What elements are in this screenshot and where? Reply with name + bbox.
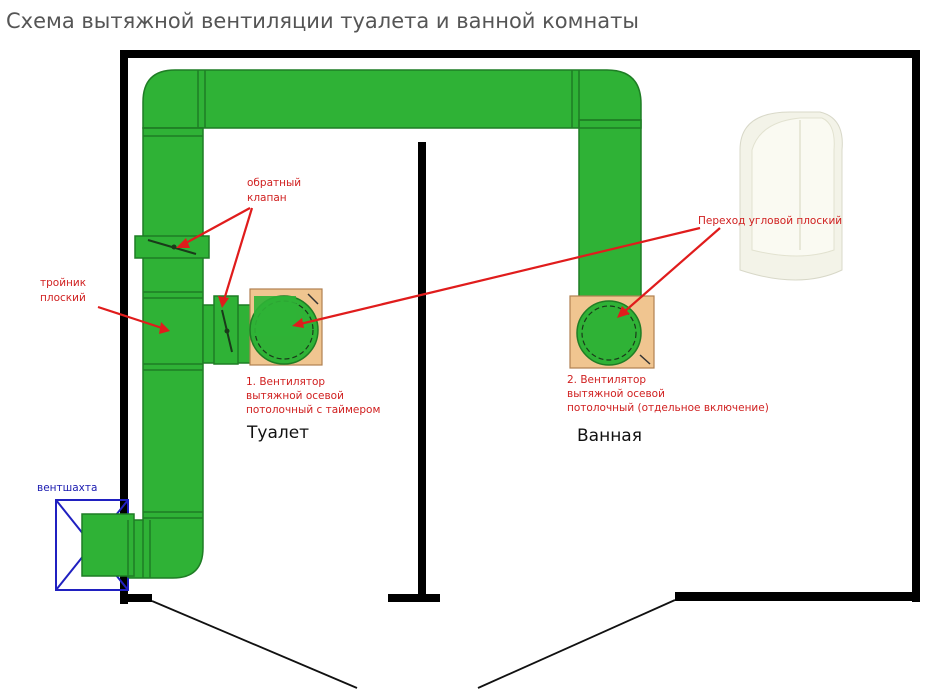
walls [120,50,920,604]
room-label-toilet: Туалет [246,423,309,443]
fan-bathroom [569,295,655,369]
vent-shaft [55,499,135,591]
wall-bottom-left [120,594,152,602]
room-label-bathroom: Ванная [577,426,642,446]
wall-bottom-right [675,592,920,601]
duct-top-run [142,69,642,129]
fan-toilet [249,288,323,366]
label-fan2-3: потолочный (отдельное включение) [567,402,769,414]
wall-right [912,50,920,602]
door-line-left [151,600,358,689]
wall-bottom-middle [388,594,440,602]
label-fan2-2: вытяжной осевой [567,388,665,400]
wall-left [120,50,128,604]
label-fan1-2: вытяжной осевой [246,390,344,402]
label-corner-transition: Переход угловой плоский [698,215,842,227]
label-tee-2: плоский [40,292,86,304]
label-tee-1: тройник [40,277,86,289]
label-fan2-1: 2. Вентилятор [567,374,646,386]
wall-partition [418,142,426,602]
duct-left-riser [127,127,204,579]
label-check-valve-2: клапан [247,192,287,204]
label-fan1-1: 1. Вентилятор [246,376,325,388]
annotation-arrows [97,207,721,334]
wall-top [120,50,920,58]
labels: обратный клапан тройник плоский Переход … [37,177,842,494]
tee-branch [202,295,252,365]
label-fan1-3: потолочный с таймером [246,404,380,416]
label-vent-shaft: вентшахта [37,482,97,494]
duct-bathroom-drop [578,119,642,319]
corner-transition-image [739,111,843,281]
door-line-right [477,599,676,689]
diagram-title: Схема вытяжной вентиляции туалета и ванн… [6,9,639,33]
check-valve-riser [134,235,210,259]
label-check-valve-1: обратный [247,177,301,189]
